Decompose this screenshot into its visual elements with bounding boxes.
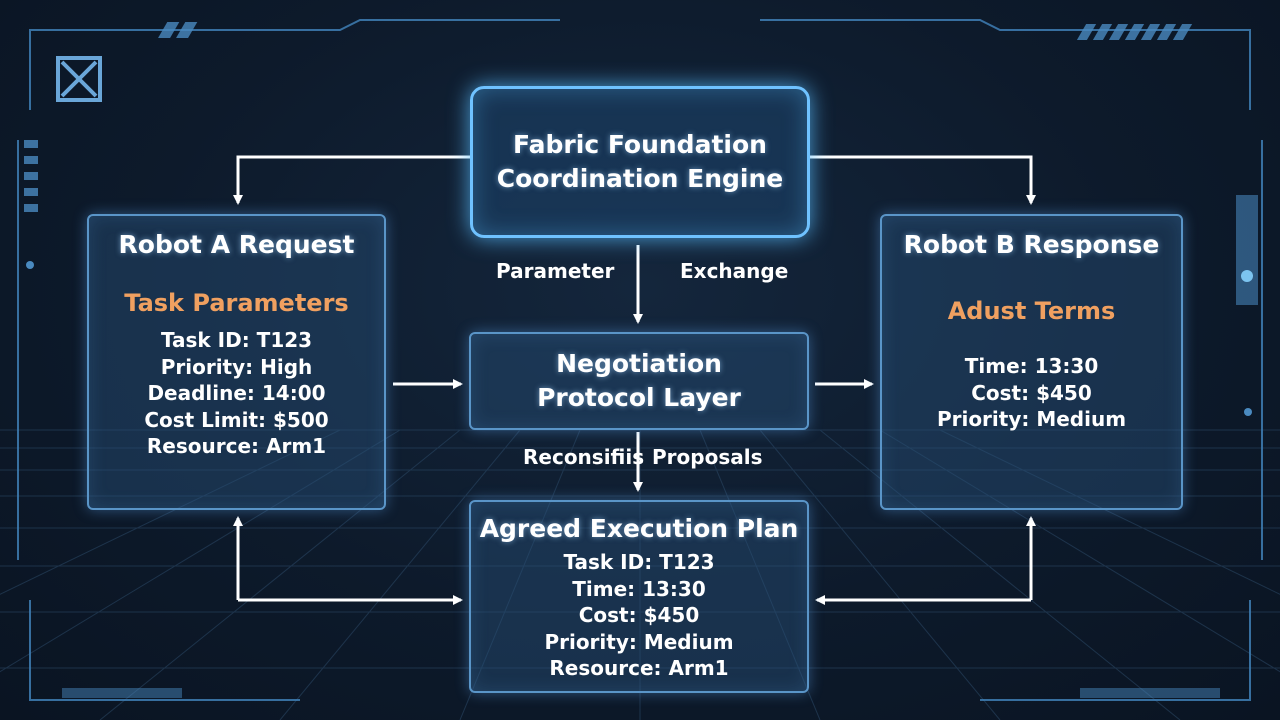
- robot-a-subtitle: Task Parameters: [124, 289, 349, 317]
- edge-label-exchange: Exchange: [680, 259, 789, 283]
- edge-label-reconsifiis: Reconsifiis: [523, 445, 645, 469]
- edge-label-proposals: Proposals: [652, 445, 763, 469]
- coordination-engine-node: Fabric Foundation Coordination Engine: [470, 86, 810, 238]
- corner-emblem-icon: [56, 56, 102, 102]
- negotiation-title-line1: Negotiation: [556, 349, 722, 378]
- agreed-execution-plan-node: Agreed Execution Plan Task ID: T123 Time…: [469, 500, 809, 693]
- robot-b-details: Time: 13:30 Cost: $450 Priority: Medium: [882, 353, 1181, 433]
- robot-b-title: Robot B Response: [903, 230, 1160, 259]
- robot-b-line: Cost: $450: [971, 380, 1092, 405]
- robot-b-line: Time: 13:30: [964, 354, 1099, 378]
- robot-b-line: Priority: Medium: [936, 407, 1127, 431]
- plan-line: Task ID: T123: [563, 550, 715, 574]
- robot-a-details: Task ID: T123 Priority: High Deadline: 1…: [89, 327, 384, 460]
- negotiation-protocol-node: Negotiation Protocol Layer: [469, 332, 809, 430]
- robot-a-line: Cost Limit: $500: [144, 407, 329, 432]
- engine-title-line2: Coordination Engine: [496, 164, 784, 193]
- plan-line: Priority: Medium: [544, 629, 734, 654]
- robot-b-subtitle: Adust Terms: [947, 297, 1116, 325]
- engine-title-line1: Fabric Foundation: [513, 130, 767, 159]
- arrow-engine-to-robot-a: [233, 155, 470, 205]
- robot-a-line: Deadline: 14:00: [147, 381, 326, 405]
- arrow-engine-to-robot-b: [810, 155, 1036, 205]
- robot-a-title: Robot A Request: [118, 230, 355, 259]
- perspective-grid: [0, 429, 1280, 720]
- robot-a-line: Resource: Arm1: [146, 434, 327, 458]
- plan-details: Task ID: T123 Time: 13:30 Cost: $450 Pri…: [471, 549, 807, 682]
- robot-a-line: Priority: High: [160, 354, 313, 379]
- edge-label-parameter: Parameter: [496, 259, 615, 283]
- robot-a-line: Task ID: T123: [160, 328, 313, 352]
- robot-a-request-node: Robot A Request Task Parameters Task ID:…: [87, 214, 386, 510]
- plan-title: Agreed Execution Plan: [479, 514, 799, 543]
- robot-b-response-node: Robot B Response Adust Terms Time: 13:30…: [880, 214, 1183, 510]
- hud-dots: [26, 261, 1253, 416]
- hud-stripes: [24, 22, 1258, 698]
- negotiation-title-line2: Protocol Layer: [537, 383, 741, 412]
- plan-line: Resource: Arm1: [549, 656, 729, 680]
- plan-line: Cost: $450: [578, 603, 700, 627]
- plan-line: Time: 13:30: [572, 576, 706, 601]
- hud-frame: [17, 19, 1263, 701]
